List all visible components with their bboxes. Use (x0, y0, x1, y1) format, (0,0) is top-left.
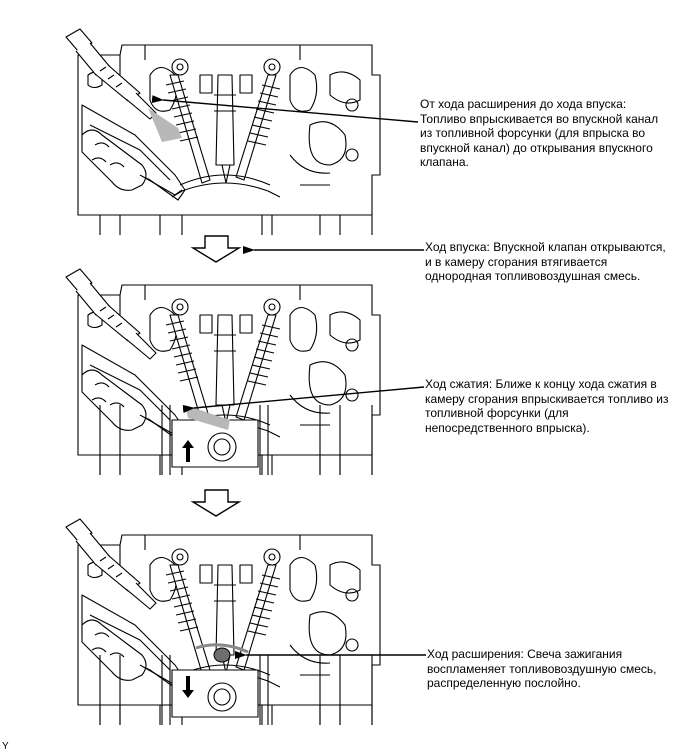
flow-down-arrow-icon (190, 489, 242, 517)
caption-compression-stroke: Ход сжатия: Ближе к концу хода сжатия в … (425, 377, 669, 435)
engine-panel-1 (65, 28, 381, 236)
piston-up-arrow-icon (182, 440, 194, 462)
port-injection-spray (148, 108, 182, 142)
caption-intake-stroke: Ход впуска: Впускной клапан открываются,… (425, 240, 666, 283)
engine-panel-2 (65, 268, 381, 476)
ignition-flame (213, 647, 231, 663)
piston-down-arrow-icon (182, 676, 194, 698)
figure-id: Y (2, 741, 9, 752)
caption-expansion-stroke: Ход расширения: Свеча зажигания воспламе… (427, 647, 657, 690)
flow-down-arrow-icon (190, 235, 242, 263)
direct-injection-spray (185, 405, 230, 430)
engine-panel-3 (65, 518, 381, 726)
callout-arrow-icon (151, 95, 426, 659)
caption-exhaust-to-intake: От хода расширения до хода впуска: Топли… (420, 97, 659, 169)
